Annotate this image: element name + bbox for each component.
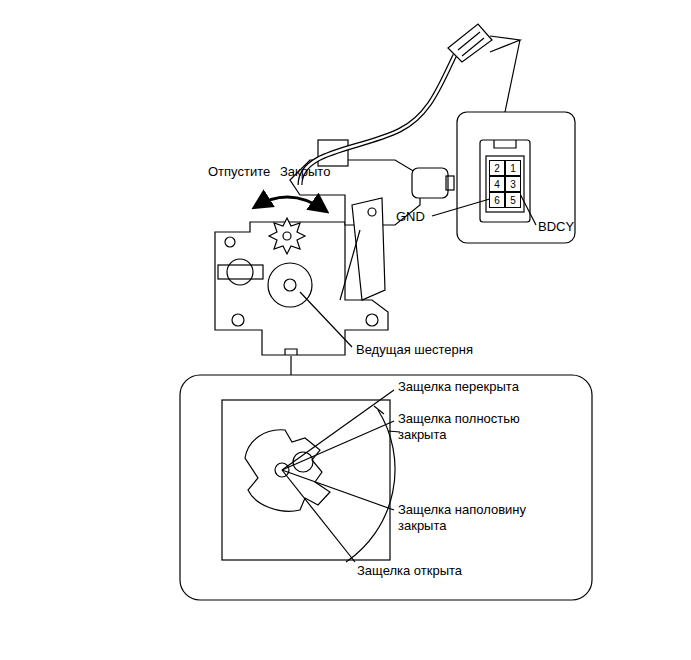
pin-cell: 4 bbox=[489, 176, 505, 192]
pin-number: 6 bbox=[494, 195, 500, 206]
connector-inset bbox=[457, 112, 575, 243]
housing-notch bbox=[285, 349, 297, 355]
motor-cylinder bbox=[412, 168, 448, 198]
pin-cell: 3 bbox=[505, 176, 521, 192]
callout-bracket bbox=[490, 36, 520, 112]
connector-face bbox=[480, 140, 530, 222]
mount-hole bbox=[366, 314, 378, 326]
part-label: Ведущая шестерня bbox=[356, 342, 473, 358]
connector-cavity bbox=[486, 156, 524, 212]
connector-plug-rib bbox=[458, 32, 484, 56]
lever-arm bbox=[352, 198, 385, 300]
detail-inset bbox=[180, 375, 592, 600]
part-label: Защелка перекрыта bbox=[398, 379, 519, 395]
lever-rod bbox=[340, 230, 360, 300]
mount-hole bbox=[225, 237, 235, 247]
mount-hole bbox=[232, 314, 244, 326]
pin-number: 4 bbox=[494, 179, 500, 190]
part-label: BDCY bbox=[538, 219, 574, 235]
sector-gear bbox=[227, 259, 253, 285]
detail-plate bbox=[222, 400, 390, 560]
detail-leader bbox=[290, 356, 291, 375]
pin-number: 5 bbox=[510, 195, 516, 206]
leader-line bbox=[432, 198, 493, 216]
motion-arrow bbox=[255, 197, 326, 211]
connector-latch bbox=[494, 140, 516, 148]
part-label: Защелка полностью закрыта bbox=[398, 411, 538, 443]
latch-wheel bbox=[268, 263, 312, 307]
gear-rack bbox=[218, 265, 263, 279]
part-label: GND bbox=[396, 209, 425, 225]
drive-gear bbox=[269, 218, 305, 254]
pin-cell: 6 bbox=[489, 192, 505, 208]
leader-line bbox=[282, 470, 355, 562]
latch-axle bbox=[284, 279, 296, 291]
leader-line bbox=[300, 292, 352, 347]
part-label: Защелка открыта bbox=[357, 563, 462, 579]
motor-cap bbox=[446, 176, 454, 190]
lever-pivot bbox=[368, 208, 376, 216]
pin-number: 3 bbox=[510, 179, 516, 190]
pin-cell: 2 bbox=[489, 160, 505, 176]
drive-gear-hub bbox=[283, 232, 291, 240]
leader-line bbox=[282, 390, 394, 470]
connector-plug bbox=[448, 24, 492, 62]
leader-line bbox=[282, 470, 394, 510]
range-arc bbox=[346, 410, 395, 562]
latch-cam bbox=[245, 430, 330, 512]
pin-number: 2 bbox=[494, 163, 500, 174]
range-tick bbox=[374, 406, 400, 432]
pin-cell: 5 bbox=[505, 192, 521, 208]
pin-number: 1 bbox=[510, 163, 516, 174]
part-label: Отпустите bbox=[208, 164, 270, 180]
part-label: Закрыто bbox=[280, 164, 330, 180]
pin-cell: 1 bbox=[505, 160, 521, 176]
part-label: Защелка наполовину закрыта bbox=[398, 502, 538, 534]
leader-line bbox=[282, 421, 394, 470]
